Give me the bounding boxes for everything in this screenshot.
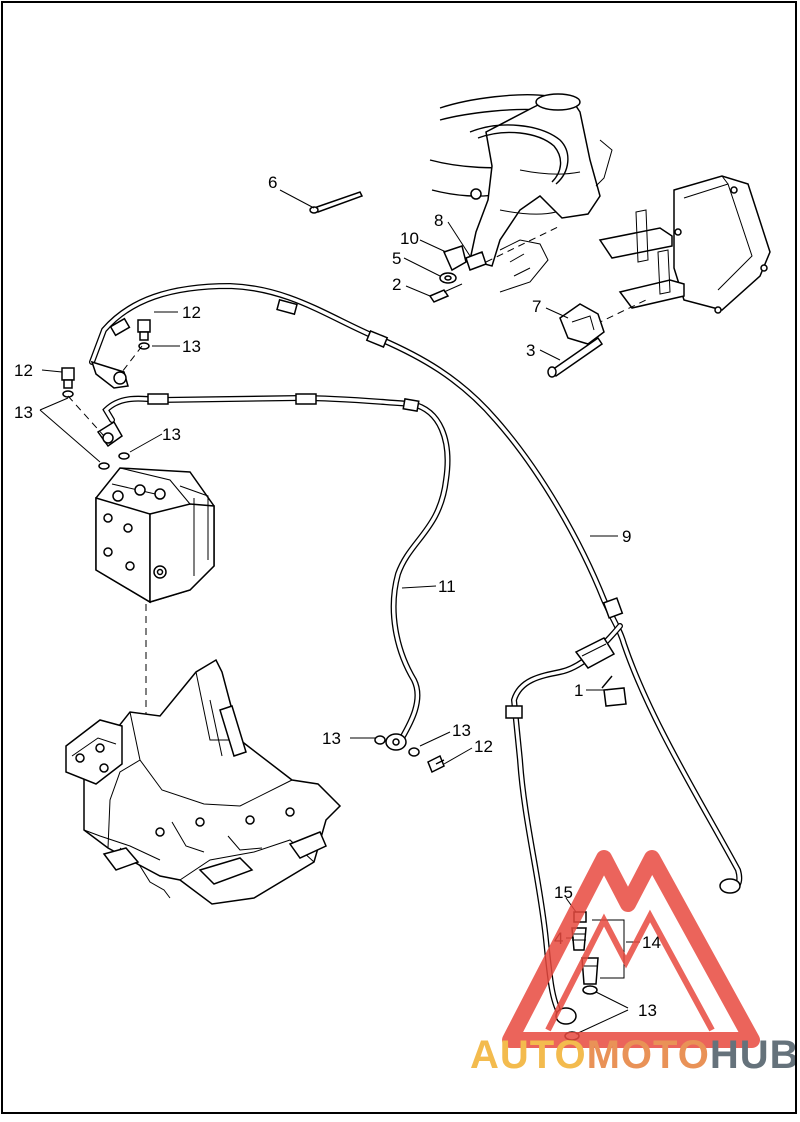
callout-2: 2 (392, 275, 401, 294)
clamp-and-bolt (547, 303, 605, 378)
callout-13-f: 13 (638, 1001, 657, 1020)
callout-15: 15 (554, 883, 573, 902)
clip-assembly (428, 245, 487, 303)
callout-6: 6 (268, 173, 277, 192)
automotohub-watermark: AUTOMOTOHUB (470, 850, 800, 1077)
logo-triangle-icon (502, 850, 760, 1048)
logo-inner-triangle-icon (545, 909, 715, 1032)
callout-13-b: 13 (14, 403, 33, 422)
callout-13-c: 13 (162, 425, 181, 444)
callout-11: 11 (438, 577, 456, 596)
abs-module (95, 467, 215, 800)
callout-3: 3 (526, 341, 535, 360)
callout-5: 5 (392, 249, 401, 268)
callout-12-a: 12 (182, 303, 201, 322)
banjo-bolts-and-washers (61, 319, 445, 774)
leader-lines (39, 189, 640, 1035)
callout-9: 9 (622, 527, 631, 546)
mounting-tray (65, 658, 342, 905)
callout-13-a: 13 (182, 337, 201, 356)
callout-13-e: 13 (452, 721, 471, 740)
callout-13-d: 13 (322, 729, 341, 748)
callout-labels: 6 8 10 5 2 7 3 12 13 12 13 13 9 11 1 13 … (14, 173, 661, 1020)
brake-line-9 (89, 282, 743, 894)
callout-12-c: 12 (474, 737, 493, 756)
callout-8: 8 (434, 211, 443, 230)
callout-12-b: 12 (14, 361, 33, 380)
callout-7: 7 (532, 297, 541, 316)
frame-section (429, 93, 771, 325)
callout-1: 1 (574, 681, 583, 700)
brake-hose-11 (96, 393, 451, 751)
cotter-pin (309, 191, 364, 214)
callout-14: 14 (642, 933, 661, 952)
callout-10: 10 (400, 229, 419, 248)
logo-text-auto: AUTOMOTOHUB (470, 1033, 800, 1077)
